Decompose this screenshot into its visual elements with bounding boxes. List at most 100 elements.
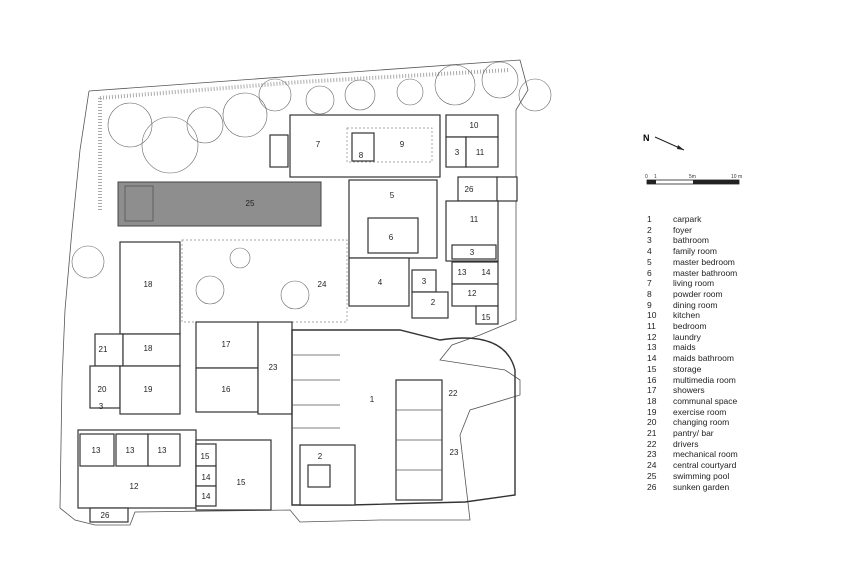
legend-number: 9 xyxy=(647,299,652,310)
legend-item: 3 bathroom xyxy=(647,235,709,245)
legend-label: pantry/ bar xyxy=(673,428,714,438)
north-label: N xyxy=(643,133,650,143)
legend-number: 23 xyxy=(647,449,657,460)
legend-label: dining room xyxy=(673,299,718,310)
scale-tick: 5m xyxy=(689,174,696,180)
room-label: 17 xyxy=(222,340,231,349)
legend-number: 19 xyxy=(647,406,657,417)
room-label: 3 xyxy=(470,248,475,257)
legend-label: maids bathroom xyxy=(673,353,734,364)
room-label: 14 xyxy=(202,492,211,501)
room-label: 16 xyxy=(222,385,231,394)
legend-number: 8 xyxy=(647,288,652,299)
legend-number: 14 xyxy=(647,353,657,364)
legend-label: sunken garden xyxy=(673,481,730,492)
legend-label: master bathroom xyxy=(673,267,738,278)
room-label: 23 xyxy=(269,363,278,372)
legend-item: 19 exercise room xyxy=(647,407,726,417)
legend-item: 15 storage xyxy=(647,364,701,374)
legend-item: 10 kitchen xyxy=(647,310,700,320)
legend-number: 21 xyxy=(647,428,657,438)
legend-number: 13 xyxy=(647,342,657,353)
room-label: 20 xyxy=(98,385,107,394)
legend-label: family room xyxy=(673,246,717,257)
room-label: 4 xyxy=(378,278,383,287)
legend-label: kitchen xyxy=(673,310,700,321)
room-label: 21 xyxy=(99,345,108,354)
communal-space xyxy=(119,241,181,335)
legend-number: 18 xyxy=(647,395,657,406)
room-label: 24 xyxy=(318,280,327,289)
legend-label: maids xyxy=(673,342,696,353)
room-label: 15 xyxy=(237,478,246,487)
legend-number: 15 xyxy=(647,363,657,374)
legend-number: 7 xyxy=(647,278,652,289)
room-label: 19 xyxy=(144,385,153,394)
scale-tick: 0 xyxy=(645,174,648,180)
trees xyxy=(71,61,552,310)
room-label: 2 xyxy=(431,298,436,307)
legend-label: laundry xyxy=(673,331,701,342)
legend-item: 25 swimming pool xyxy=(647,471,729,481)
room-label: 9 xyxy=(400,140,405,149)
room-label: 3 xyxy=(99,402,104,411)
legend-label: storage xyxy=(673,363,702,374)
legend-label: carpark xyxy=(673,214,702,224)
room-label: 7 xyxy=(316,140,321,149)
legend-label: exercise room xyxy=(673,406,727,417)
room-label: 8 xyxy=(359,151,364,160)
legend-label: master bedroom xyxy=(673,256,735,267)
room-label: 23 xyxy=(450,448,459,457)
legend-number: 25 xyxy=(647,470,657,481)
legend-label: communal space xyxy=(673,395,738,406)
room-label: 12 xyxy=(468,289,477,298)
legend-number: 1 xyxy=(647,214,652,224)
room-label: 13 xyxy=(126,446,135,455)
room-label: 2 xyxy=(318,452,323,461)
legend-number: 2 xyxy=(647,224,652,235)
room-labels: 7 9 8 10 3 11 26 5 25 11 6 3 18 4 3 13 1… xyxy=(92,121,491,520)
room-label: 13 xyxy=(158,446,167,455)
legend-item: 4 family room xyxy=(647,246,717,256)
room-label: 1 xyxy=(370,395,375,404)
legend-label: changing room xyxy=(673,417,730,428)
legend-label: central courtyard xyxy=(673,460,737,471)
legend-label: multimedia room xyxy=(673,374,736,385)
legend-number: 22 xyxy=(647,438,657,449)
room-label: 15 xyxy=(482,313,491,322)
legend-item: 16 multimedia room xyxy=(647,375,736,385)
legend-label: swimming pool xyxy=(673,470,730,481)
legend-item: 18 communal space xyxy=(647,396,737,406)
legend-label: bathroom xyxy=(673,235,709,246)
legend-number: 16 xyxy=(647,374,657,385)
legend-number: 4 xyxy=(647,246,652,257)
site-boundary xyxy=(59,59,529,526)
room-label: 3 xyxy=(422,277,427,286)
legend-label: bedroom xyxy=(673,321,707,331)
room-label: 10 xyxy=(470,121,479,130)
legend-item: 22 drivers xyxy=(647,439,699,449)
room-label: 11 xyxy=(470,215,479,224)
legend-item: 21 pantry/ bar xyxy=(647,428,714,438)
room-label: 26 xyxy=(465,185,474,194)
legend-item: 1 carpark xyxy=(647,214,701,224)
room-label: 11 xyxy=(476,148,485,157)
family-room xyxy=(348,257,410,307)
legend-number: 10 xyxy=(647,310,657,321)
carpark xyxy=(291,329,516,506)
legend-item: 9 dining room xyxy=(647,300,717,310)
legend-label: showers xyxy=(673,385,705,396)
legend-label: drivers xyxy=(673,438,699,449)
legend-label: mechanical room xyxy=(673,449,738,460)
legend-number: 3 xyxy=(647,235,652,246)
